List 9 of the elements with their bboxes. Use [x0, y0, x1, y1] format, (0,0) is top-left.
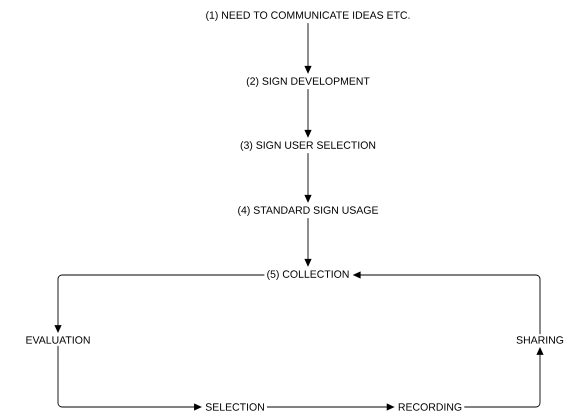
step-label: RECORDING	[398, 403, 462, 411]
step-label: (1) NEED TO COMMUNICATE IDEAS ETC.	[206, 11, 410, 21]
step-label: (2) SIGN DEVELOPMENT	[246, 77, 370, 87]
step-label: (3) SIGN USER SELECTION	[240, 141, 376, 151]
step-label: SHARING	[516, 336, 564, 344]
step-label: (5) COLLECTION	[267, 270, 349, 280]
step-label: (4) STANDARD SIGN USAGE	[238, 206, 378, 216]
step-label: EVALUATION	[26, 336, 90, 344]
step-label: SELECTION	[206, 403, 264, 411]
